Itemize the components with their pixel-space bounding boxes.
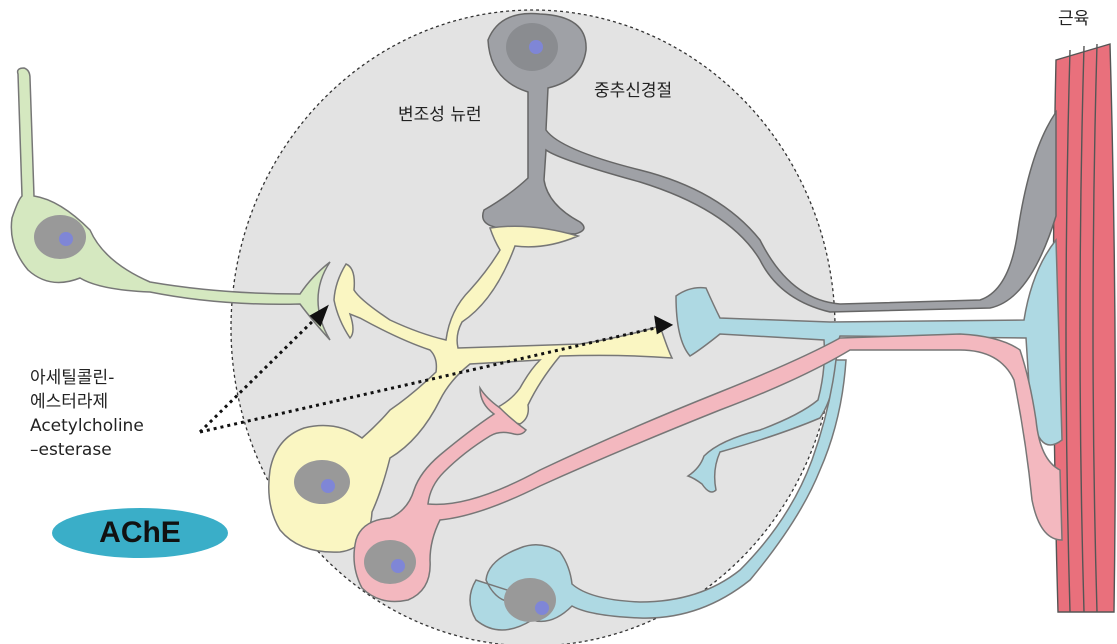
ache-badge: AChE (52, 508, 228, 558)
ache-english-label-line2: –esterase (30, 439, 112, 462)
ache-korean-label-line2: 에스터라제 (30, 391, 108, 414)
muscle-fibers (1053, 44, 1115, 612)
ache-badge-text: AChE (99, 516, 181, 550)
muscle-label: 근육 (1058, 8, 1089, 31)
central-ganglion-label: 중추신경절 (594, 80, 672, 103)
modulatory-neuron-label: 변조성 뉴런 (398, 104, 482, 127)
ache-korean-label-line1: 아세틸콜린- (30, 367, 114, 390)
ache-english-label-line1: Acetylcholine (30, 415, 144, 438)
